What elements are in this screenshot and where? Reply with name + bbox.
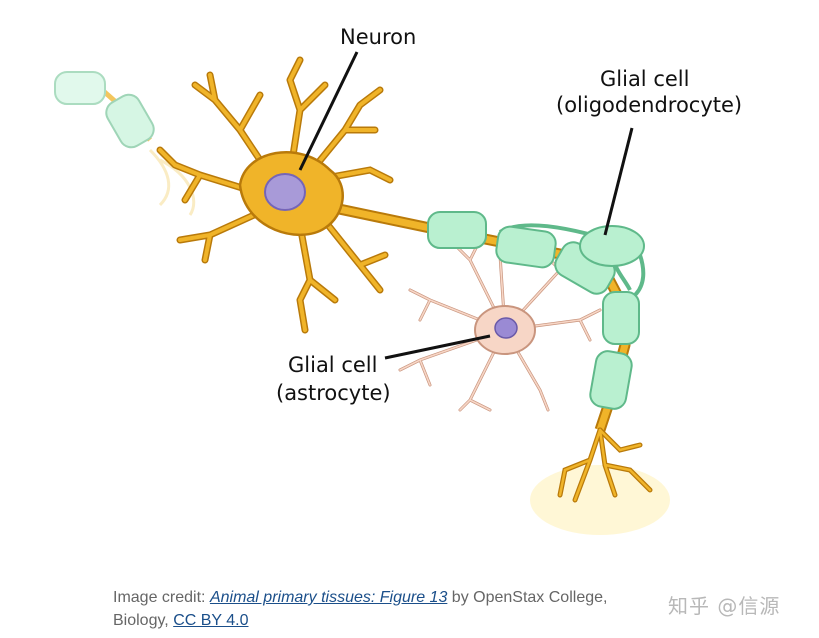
- astrocyte-nucleus: [494, 317, 518, 339]
- myelin-sheaths: [427, 211, 640, 410]
- label-neuron: Neuron: [340, 25, 416, 49]
- source-link[interactable]: Animal primary tissues: Figure 13: [209, 589, 448, 606]
- oligodendrocyte-leader-line: [603, 127, 634, 236]
- neuron-dendrites: [156, 56, 394, 334]
- label-oligodendrocyte-line1: Glial cell: [600, 67, 689, 91]
- myelin-segment: [602, 291, 640, 345]
- myelin-segment: [427, 211, 487, 249]
- astrocyte-leader-line: [384, 334, 491, 360]
- caption-middle: by OpenStax College, Biology,: [113, 589, 608, 629]
- myelin-segment: [589, 350, 633, 410]
- caption-prefix: Image credit:: [113, 589, 210, 606]
- zhihu-watermark: 知乎 @信源: [668, 594, 781, 618]
- upstream-axon-myelin: [54, 71, 155, 149]
- oligodendrocyte-cell: [579, 225, 645, 267]
- label-oligodendrocyte-line2: (oligodendrocyte): [556, 93, 742, 117]
- neuron-leader-line: [298, 51, 359, 171]
- image-credit-caption: Image credit: Animal primary tissues: Fi…: [113, 586, 653, 632]
- neuron-cell-body: [238, 151, 344, 237]
- myelin-segment: [495, 225, 557, 269]
- neuron-nucleus: [264, 173, 306, 211]
- label-astrocyte-line1: Glial cell: [288, 353, 377, 377]
- license-link[interactable]: CC BY 4.0: [173, 612, 249, 629]
- axon-terminals: [530, 427, 670, 535]
- neuron-glia-diagram: Neuron Glial cell (oligodendrocyte) Glia…: [54, 25, 742, 535]
- label-astrocyte-line2: (astrocyte): [276, 381, 391, 405]
